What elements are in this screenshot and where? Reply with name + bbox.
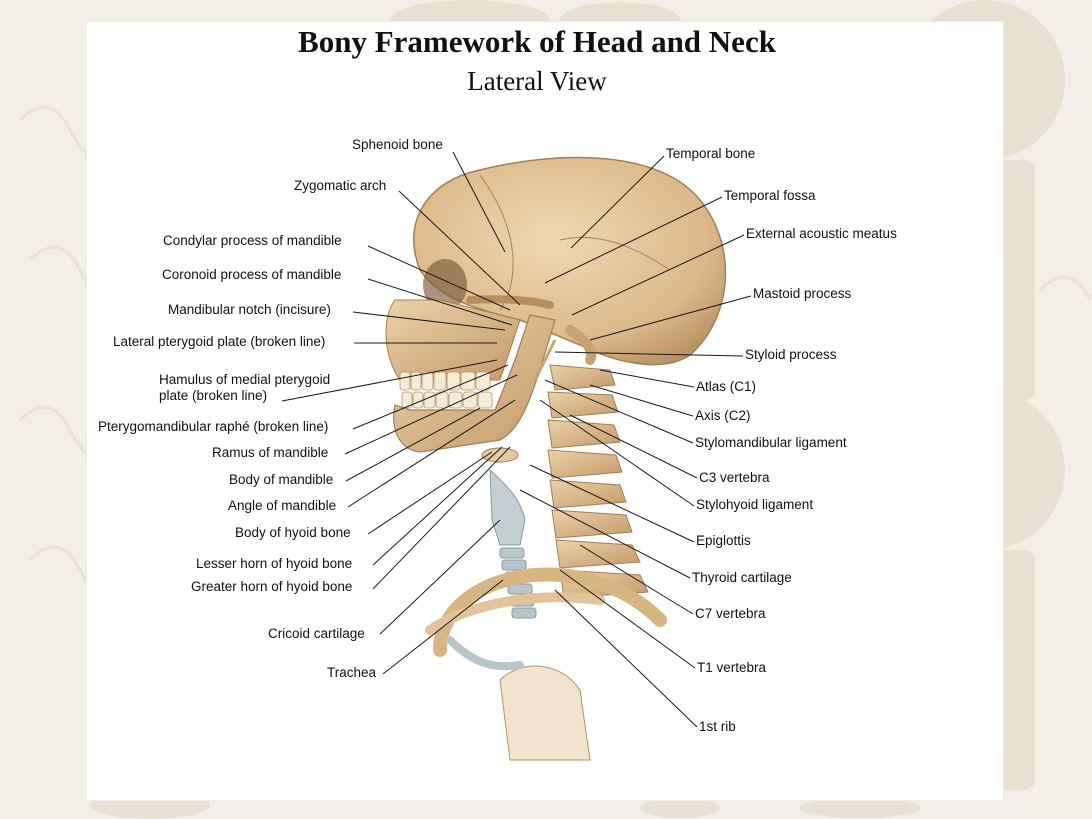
label-greater-horn-hyoid: Greater horn of hyoid bone: [191, 579, 353, 594]
label-first-rib: 1st rib: [699, 719, 736, 734]
orbit: [423, 259, 467, 311]
label-body-of-hyoid: Body of hyoid bone: [235, 525, 351, 540]
label-lesser-horn-hyoid: Lesser horn of hyoid bone: [196, 556, 353, 571]
label-temporal-bone: Temporal bone: [666, 146, 756, 161]
label-atlas-c1: Atlas (C1): [696, 379, 757, 394]
label-temporal-fossa: Temporal fossa: [724, 188, 816, 203]
label-hamulus: Hamulus of medial pterygoid plate (broke…: [159, 372, 331, 403]
label-stylomandibular-ligament: Stylomandibular ligament: [695, 435, 847, 450]
label-mandibular-notch: Mandibular notch (incisure): [168, 302, 331, 317]
label-sphenoid-bone: Sphenoid bone: [352, 137, 443, 152]
label-condylar-process: Condylar process of mandible: [163, 233, 342, 248]
zygomatic-arch: [466, 295, 554, 309]
label-trachea: Trachea: [327, 665, 377, 680]
leader-lines-right: [519, 155, 752, 728]
larynx: [489, 468, 526, 546]
label-c3-vertebra: C3 vertebra: [699, 470, 770, 485]
label-cricoid-cartilage: Cricoid cartilage: [268, 626, 365, 641]
diagram-subtitle: Lateral View: [467, 66, 607, 96]
label-mastoid-process: Mastoid process: [753, 286, 852, 301]
label-zygomatic-arch: Zygomatic arch: [294, 178, 387, 193]
label-pterygomandibular-raphe: Pterygomandibular raphé (broken line): [98, 419, 329, 434]
mandible: [393, 314, 556, 453]
label-external-acoustic-meatus: External acoustic meatus: [746, 226, 897, 241]
label-epiglottis: Epiglottis: [696, 533, 751, 548]
label-c7-vertebra: C7 vertebra: [695, 606, 766, 621]
hyoid: [481, 447, 519, 463]
sternum: [499, 665, 591, 761]
label-coronoid-process: Coronoid process of mandible: [162, 267, 342, 282]
label-thyroid-cartilage: Thyroid cartilage: [692, 570, 792, 585]
label-body-of-mandible: Body of mandible: [229, 472, 334, 487]
diagram-title: Bony Framework of Head and Neck: [298, 24, 776, 59]
label-ramus-of-mandible: Ramus of mandible: [212, 445, 329, 460]
cervical-spine: [547, 364, 649, 599]
leader-lines-left: [281, 151, 521, 675]
mastoid: [565, 325, 597, 365]
label-styloid-process: Styloid process: [745, 347, 837, 362]
label-angle-of-mandible: Angle of mandible: [228, 498, 337, 513]
label-axis-c2: Axis (C2): [695, 408, 751, 423]
label-stylohyoid-ligament: Stylohyoid ligament: [696, 497, 814, 512]
teeth: [399, 371, 493, 409]
clavicle: [425, 592, 605, 635]
label-lateral-pterygoid-plate: Lateral pterygoid plate (broken line): [113, 334, 326, 349]
label-t1-vertebra: T1 vertebra: [697, 660, 767, 675]
